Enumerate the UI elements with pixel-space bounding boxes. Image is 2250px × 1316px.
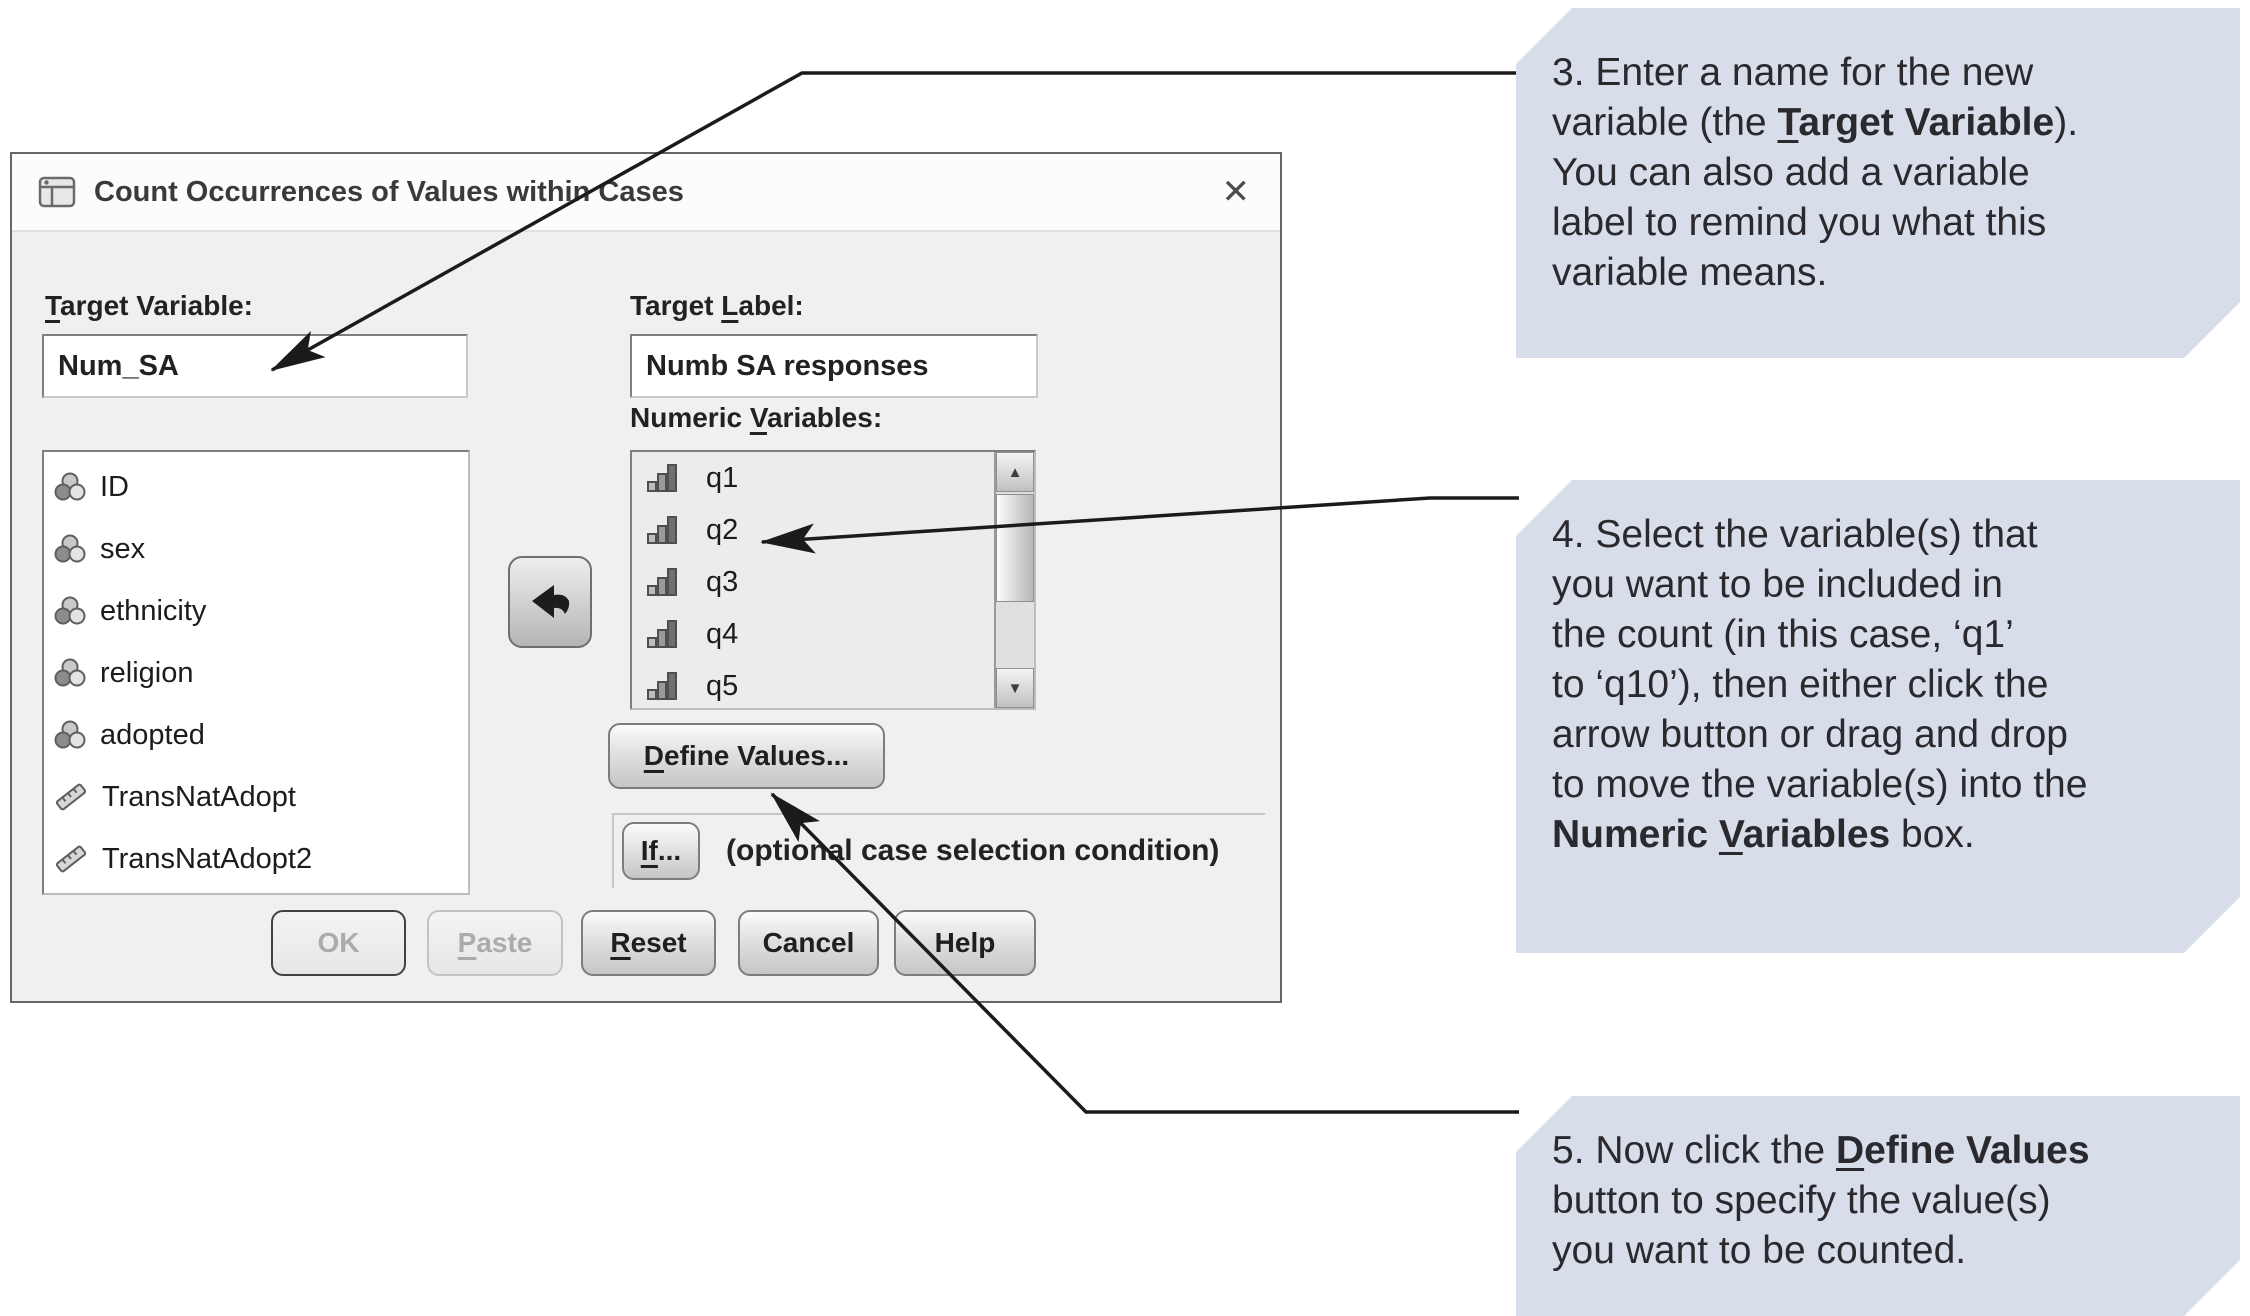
- dialog-titlebar: Count Occurrences of Values within Cases…: [12, 154, 1280, 232]
- list-item[interactable]: q3: [632, 556, 1034, 608]
- list-item[interactable]: sex: [44, 518, 468, 580]
- list-item[interactable]: religion: [44, 642, 468, 704]
- list-item[interactable]: q4: [632, 608, 1034, 660]
- target-variable-label: Target Variable:: [45, 290, 254, 321]
- variable-name: q3: [706, 565, 739, 598]
- scroll-up-icon[interactable]: ▲: [996, 452, 1034, 492]
- if-condition-note: (optional case selection condition): [726, 834, 1220, 867]
- callout-step-4: 4. Select the variable(s) that you want …: [1516, 480, 2240, 953]
- dialog-title: Count Occurrences of Values within Cases: [94, 175, 684, 208]
- list-item[interactable]: q1: [632, 452, 1034, 504]
- ok-button[interactable]: OK: [271, 910, 406, 976]
- dialog-icon: [38, 175, 76, 209]
- list-item[interactable]: q2: [632, 504, 1034, 556]
- left-arrow-icon: [526, 581, 574, 623]
- list-item[interactable]: TransNatAdopt: [44, 766, 468, 828]
- cancel-button[interactable]: Cancel: [738, 910, 879, 976]
- variable-name: ethnicity: [100, 594, 207, 627]
- target-variable-input[interactable]: [42, 334, 468, 398]
- close-icon[interactable]: ✕: [1221, 173, 1251, 211]
- scrollbar-thumb[interactable]: [996, 494, 1034, 602]
- variable-name: TransNatAdopt2: [102, 842, 313, 875]
- nominal-icon: [54, 472, 86, 502]
- ordinal-icon: [646, 618, 680, 650]
- list-item[interactable]: q5: [632, 660, 1034, 708]
- scrollbar[interactable]: ▲ ▼: [994, 452, 1034, 708]
- count-occurrences-dialog: Count Occurrences of Values within Cases…: [10, 152, 1282, 1003]
- variable-name: religion: [100, 656, 194, 689]
- nominal-icon: [54, 720, 86, 750]
- ordinal-icon: [646, 514, 680, 546]
- list-item[interactable]: adopted: [44, 704, 468, 766]
- nominal-icon: [54, 534, 86, 564]
- variable-name: q4: [706, 617, 739, 650]
- target-label-label: Target Label:: [630, 290, 804, 321]
- variable-name: q1: [706, 461, 739, 494]
- help-button[interactable]: Help: [894, 910, 1036, 976]
- transfer-arrow-button[interactable]: [508, 556, 592, 648]
- list-item[interactable]: ID: [44, 456, 468, 518]
- variable-name: sex: [100, 532, 146, 565]
- variable-name: adopted: [100, 718, 205, 751]
- if-button[interactable]: If...: [622, 822, 700, 880]
- if-condition-row: If... (optional case selection condition…: [612, 813, 1266, 889]
- ordinal-icon: [646, 670, 680, 702]
- variable-name: ID: [100, 470, 129, 503]
- callout-step-3: 3. Enter a name for the new variable (th…: [1516, 8, 2240, 358]
- nominal-icon: [54, 596, 86, 626]
- variable-name: q5: [706, 669, 739, 702]
- list-item[interactable]: ethnicity: [44, 580, 468, 642]
- scale-icon: [54, 843, 88, 875]
- target-label-input[interactable]: [630, 334, 1038, 398]
- nominal-icon: [54, 658, 86, 688]
- variable-name: TransNatAdopt: [102, 780, 296, 813]
- scroll-down-icon[interactable]: ▼: [996, 668, 1034, 708]
- numeric-variables-label: Numeric Variables:: [630, 402, 883, 433]
- callout-step-5: 5. Now click the Define Values button to…: [1516, 1096, 2240, 1316]
- list-item[interactable]: TransNatAdopt2: [44, 828, 468, 890]
- ordinal-icon: [646, 462, 680, 494]
- variable-name: q2: [706, 513, 739, 546]
- scale-icon: [54, 781, 88, 813]
- ordinal-icon: [646, 566, 680, 598]
- numeric-variables-list[interactable]: q1 q2 q3 q4 q5 ▲ ▼: [630, 450, 1036, 710]
